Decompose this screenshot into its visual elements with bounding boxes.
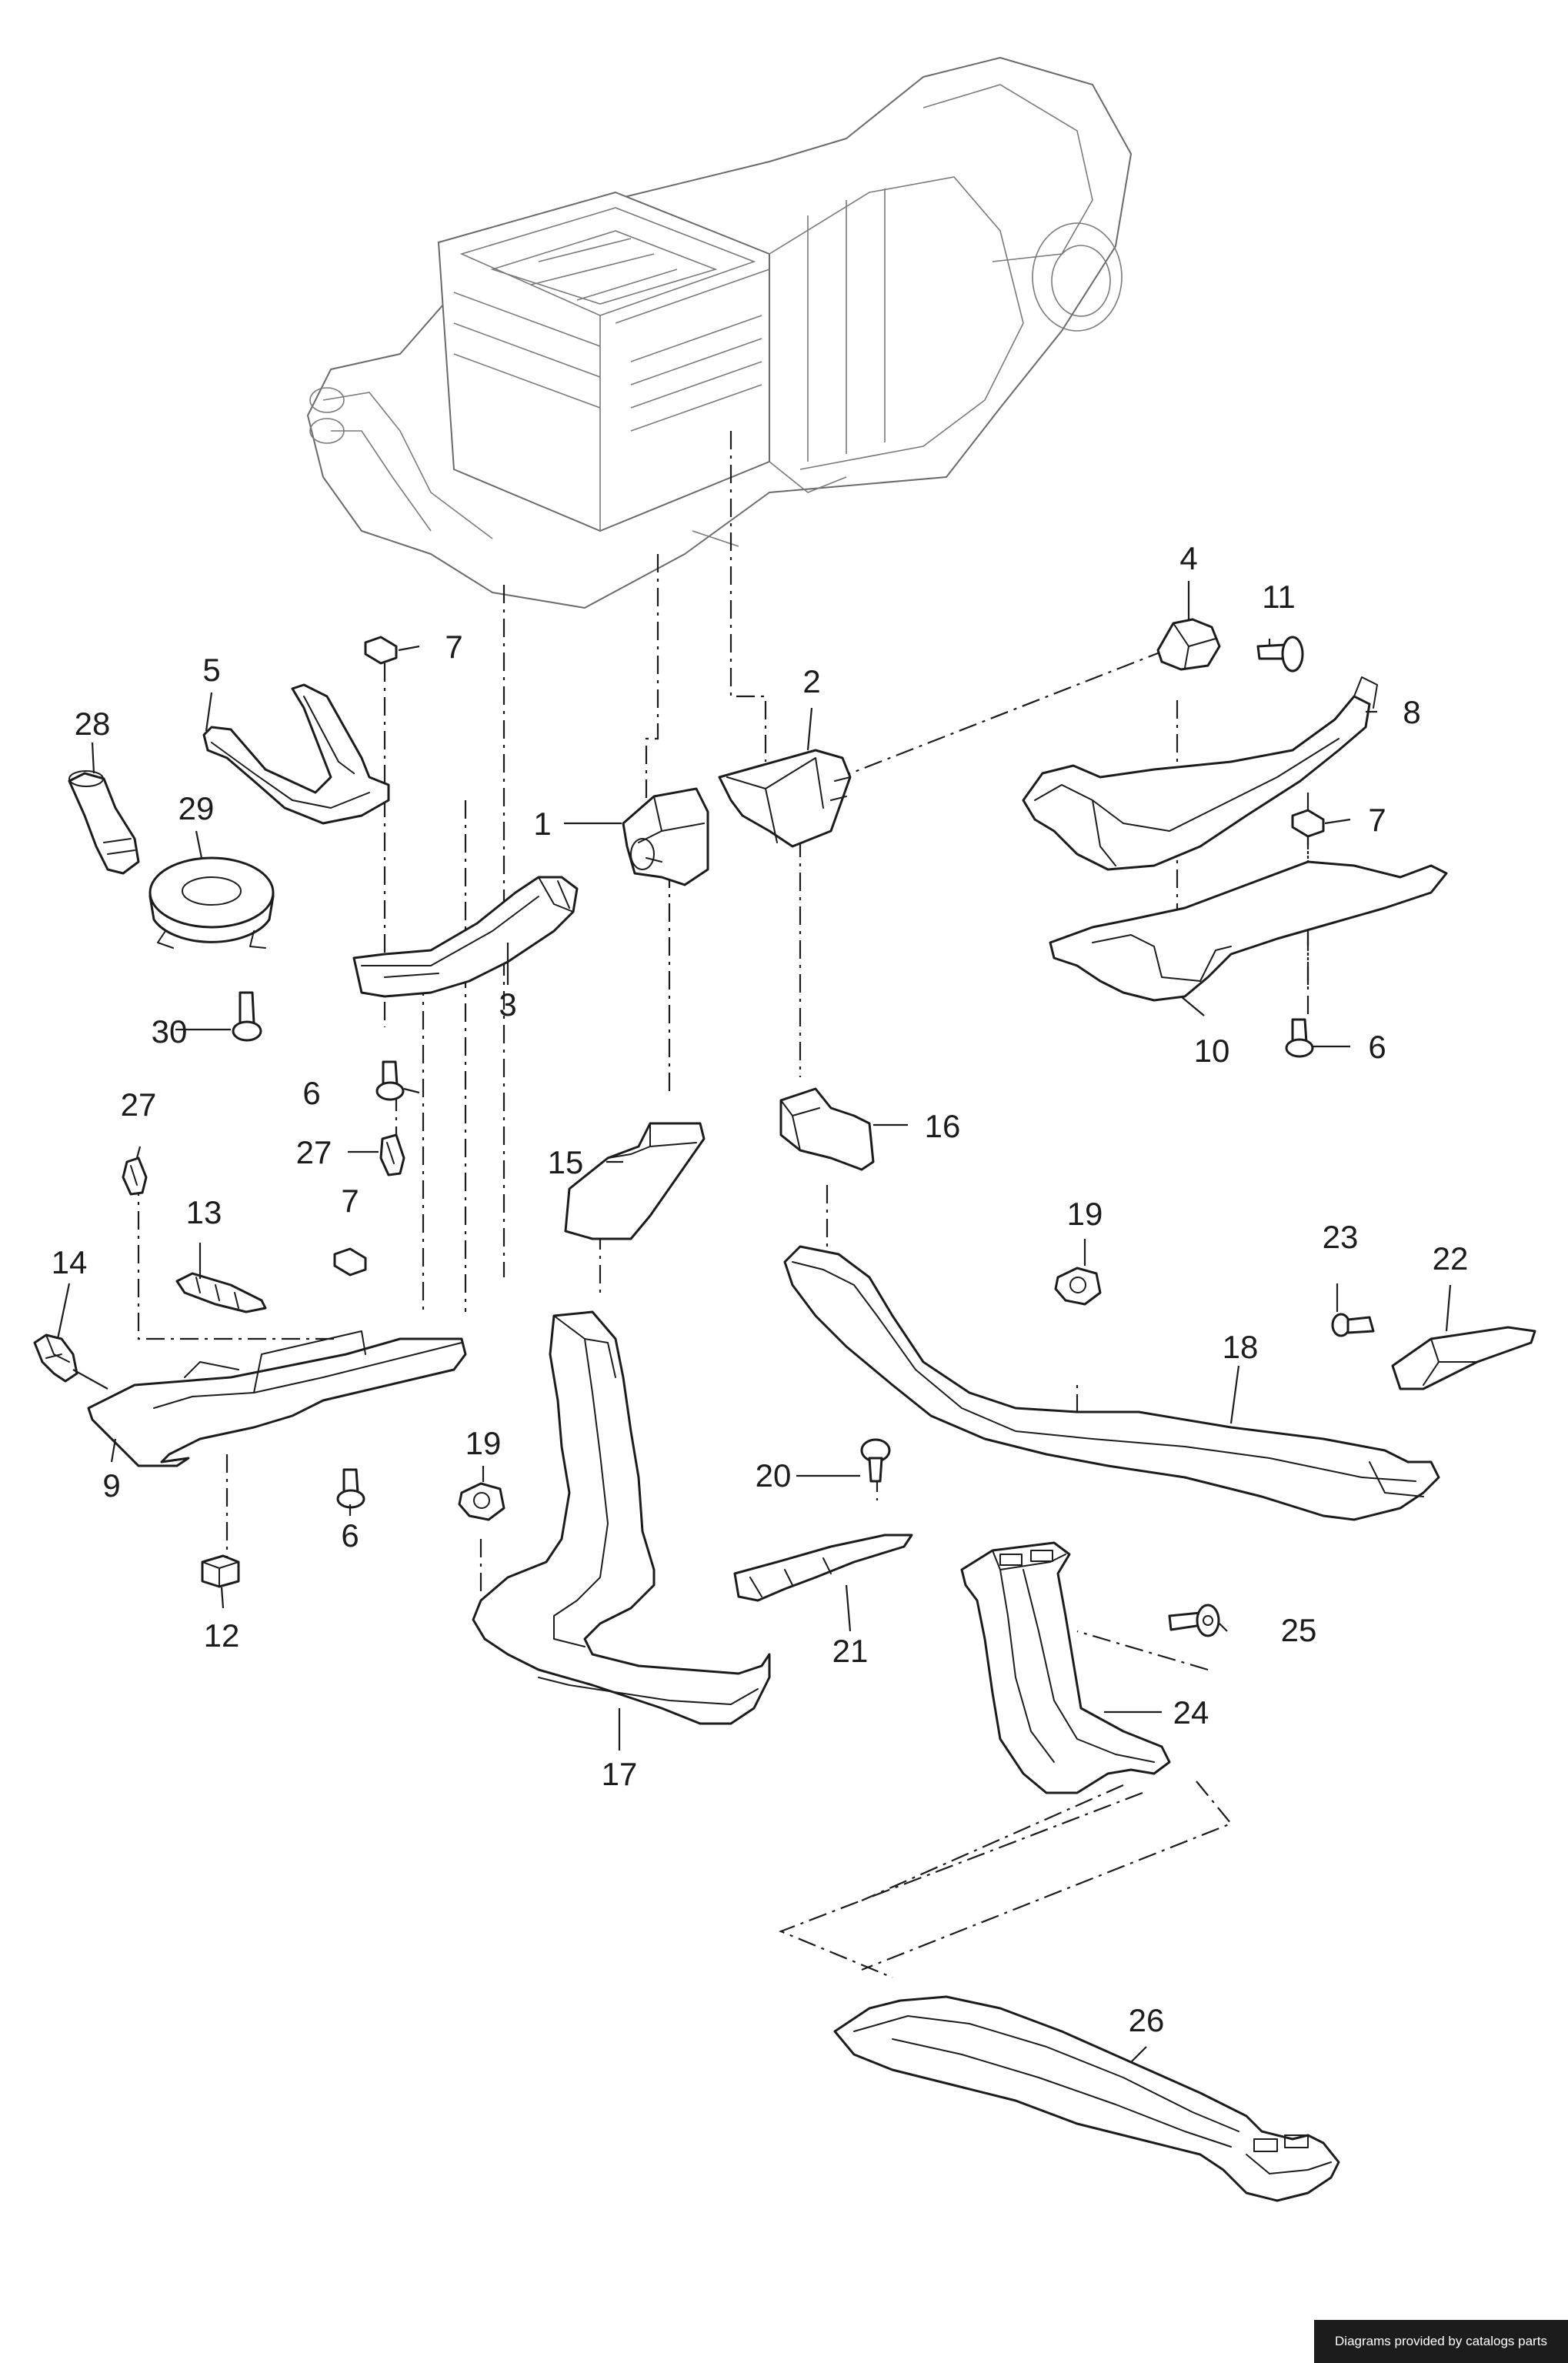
part-6-screw bbox=[375, 1060, 405, 1101]
part-25-bolt bbox=[1168, 1604, 1220, 1637]
callout-23: 23 bbox=[1323, 1219, 1359, 1255]
part-13-clip-strip bbox=[175, 1272, 267, 1313]
part-4-grommet bbox=[1156, 618, 1221, 671]
callout-4: 4 bbox=[1179, 540, 1197, 576]
part-10-cover bbox=[1049, 860, 1448, 1002]
callout-20: 20 bbox=[756, 1457, 792, 1494]
callout-24: 24 bbox=[1173, 1694, 1209, 1731]
callout-5: 5 bbox=[202, 652, 220, 688]
part-7-clip-nut bbox=[364, 636, 398, 665]
part-12-clip bbox=[201, 1554, 240, 1588]
part-7-clip-nut-2 bbox=[1291, 809, 1325, 838]
assembly-lines bbox=[137, 431, 1425, 1979]
part-7-clip-nut-3 bbox=[333, 1247, 367, 1277]
part-27-clip-2 bbox=[379, 1133, 405, 1176]
callout-12: 12 bbox=[204, 1617, 240, 1654]
callout-6a: 6 bbox=[302, 1075, 320, 1111]
callout-9: 9 bbox=[102, 1467, 120, 1504]
part-19-hex-nut bbox=[1054, 1267, 1102, 1306]
part-16-duct-adapter bbox=[779, 1087, 875, 1171]
callout-27a: 27 bbox=[121, 1086, 157, 1123]
callout-14: 14 bbox=[52, 1244, 88, 1280]
callout-18: 18 bbox=[1223, 1329, 1259, 1365]
leader-lines bbox=[56, 581, 1452, 2063]
callout-15: 15 bbox=[548, 1144, 584, 1180]
part-14-spring-clip bbox=[33, 1333, 78, 1383]
callout-13: 13 bbox=[186, 1194, 222, 1230]
part-22-trim-plate bbox=[1391, 1326, 1536, 1390]
part-9-lower-cover bbox=[87, 1337, 467, 1467]
part-19-hex-nut-2 bbox=[458, 1482, 505, 1521]
part-8-air-duct bbox=[1022, 695, 1371, 871]
callout-11: 11 bbox=[1262, 579, 1296, 615]
callout-7b: 7 bbox=[1368, 802, 1386, 838]
callout-6c: 6 bbox=[341, 1517, 359, 1554]
callout-26: 26 bbox=[1129, 2002, 1165, 2038]
callout-19b: 19 bbox=[465, 1425, 502, 1461]
callout-27b: 27 bbox=[296, 1134, 332, 1170]
part-30-screw bbox=[232, 991, 262, 1042]
callout-3: 3 bbox=[499, 986, 516, 1023]
callout-labels: 1 2 3 4 5 6 6 6 7 7 7 8 9 10 11 12 13 14… bbox=[52, 540, 1469, 2038]
callout-7a: 7 bbox=[445, 629, 462, 665]
callout-8: 8 bbox=[1403, 694, 1420, 730]
part-3-air-duct bbox=[352, 876, 579, 998]
callout-30: 30 bbox=[152, 1013, 188, 1050]
part-11-screw bbox=[1256, 636, 1304, 673]
callout-29: 29 bbox=[178, 790, 215, 826]
callout-7c: 7 bbox=[341, 1183, 359, 1219]
part-28-hose bbox=[68, 772, 140, 875]
part-29-bezel bbox=[148, 856, 275, 949]
part-2-duct-adapter bbox=[718, 749, 852, 848]
part-6-screw-3 bbox=[336, 1468, 365, 1509]
part-15-air-duct bbox=[564, 1122, 706, 1240]
callout-22: 22 bbox=[1433, 1240, 1469, 1277]
part-23-push-rivet bbox=[1331, 1313, 1375, 1337]
callout-1: 1 bbox=[533, 806, 551, 842]
part-20-screw bbox=[860, 1438, 891, 1483]
part-1-adapter bbox=[622, 787, 709, 886]
callout-25: 25 bbox=[1281, 1612, 1317, 1648]
part-26-rear-floor-duct bbox=[833, 1995, 1340, 2202]
callout-16: 16 bbox=[925, 1108, 961, 1144]
callout-6b: 6 bbox=[1368, 1029, 1386, 1065]
part-21-bracket-plate bbox=[733, 1534, 913, 1602]
callout-17: 17 bbox=[602, 1756, 638, 1792]
part-6-screw-2 bbox=[1285, 1018, 1314, 1058]
part-5-bracket bbox=[202, 683, 390, 825]
part-24-rear-duct bbox=[960, 1541, 1171, 1794]
callout-21: 21 bbox=[832, 1633, 869, 1669]
part-18-center-duct bbox=[783, 1245, 1440, 1521]
callout-2: 2 bbox=[802, 663, 820, 699]
callout-19a: 19 bbox=[1067, 1196, 1103, 1232]
callout-28: 28 bbox=[75, 706, 111, 742]
hvac-unit-illustration bbox=[307, 57, 1132, 609]
diagram-credit-footer: Diagrams provided by catalogs parts bbox=[1314, 2320, 1568, 2363]
part-17-floor-duct bbox=[472, 1310, 771, 1725]
callout-10: 10 bbox=[1194, 1033, 1230, 1069]
